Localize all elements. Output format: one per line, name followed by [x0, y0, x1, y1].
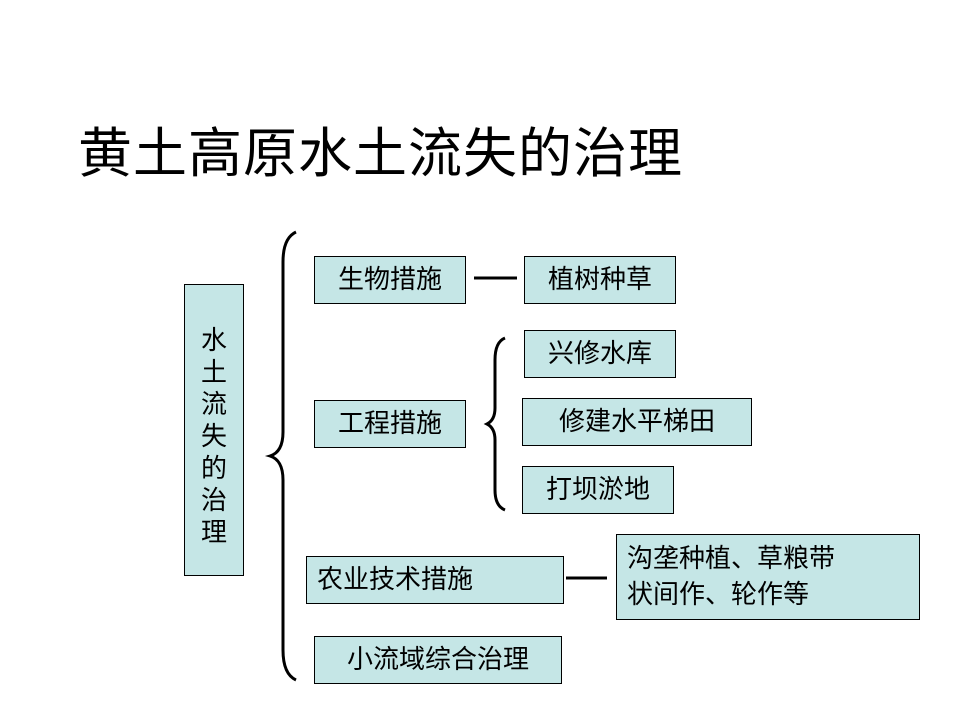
- node-dam: 打坝淤地: [522, 466, 674, 514]
- root-char: 水: [200, 326, 227, 356]
- agri-detail-line: 沟垄种植、草粮带: [627, 544, 836, 574]
- node-agri-detail: 沟垄种植、草粮带 状间作、轮作等: [616, 534, 920, 620]
- node-planting: 植树种草: [524, 256, 676, 304]
- node-reservoir: 兴修水库: [524, 330, 676, 378]
- node-engineering: 工程措施: [314, 400, 466, 448]
- root-box: 水 土 流 失 的 治 理: [184, 284, 244, 576]
- agri-detail-line: 状间作、轮作等: [627, 580, 810, 610]
- engineering-brace: [483, 336, 506, 512]
- root-char: 治: [200, 486, 227, 516]
- main-brace: [264, 230, 297, 682]
- root-char: 失: [200, 422, 227, 452]
- root-char: 理: [200, 518, 227, 548]
- root-char: 土: [200, 358, 227, 388]
- root-char: 的: [200, 454, 227, 484]
- root-char: 流: [200, 390, 227, 420]
- node-terrace: 修建水平梯田: [522, 398, 752, 446]
- node-bio: 生物措施: [314, 256, 466, 304]
- page-title: 黄土高原水土流失的治理: [78, 122, 683, 185]
- node-agri: 农业技术措施: [306, 556, 564, 604]
- node-watershed: 小流域综合治理: [314, 636, 562, 684]
